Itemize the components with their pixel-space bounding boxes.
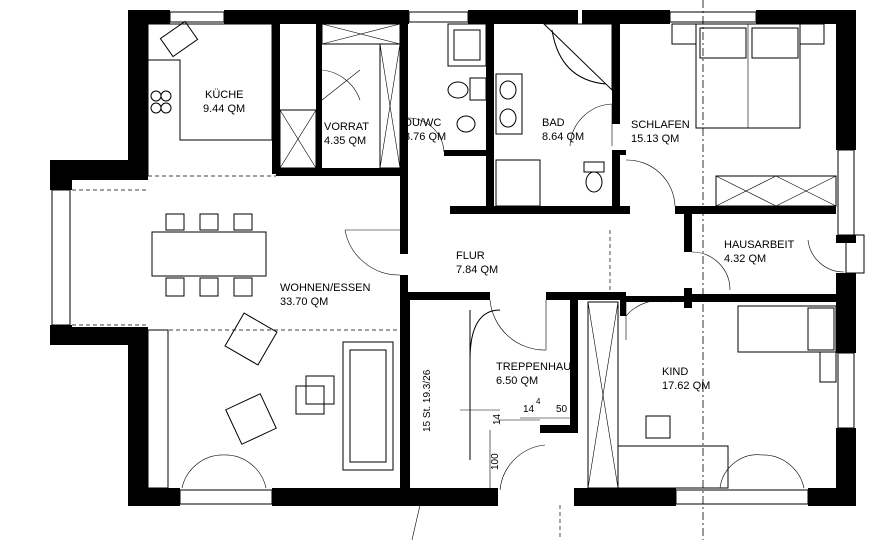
room-name-vorrat: VORRAT	[324, 121, 369, 133]
room-name-flur: FLUR	[456, 250, 485, 262]
interior-walls	[272, 24, 836, 500]
stairs-dimension: 15 St. 19.3/26	[422, 369, 433, 432]
room-name-treppenhaus: TREPPENHAUS	[496, 361, 579, 373]
room-name-kueche: KÜCHE	[205, 89, 244, 101]
furniture	[147, 20, 837, 489]
exterior-walls	[50, 10, 865, 506]
room-area-flur: 7.84 QM	[456, 264, 498, 276]
dimension-14: 14	[523, 404, 535, 415]
reference-lines	[72, 0, 704, 540]
room-labels: KÜCHE 9.44 QM VORRAT 4.35 QM DU/WC 3.76 …	[203, 89, 795, 392]
room-name-bad: BAD	[542, 117, 565, 129]
room-name-schlafen: SCHLAFEN	[631, 119, 690, 131]
dimension-50: 50	[556, 404, 568, 415]
room-name-kind: KIND	[662, 366, 688, 378]
room-area-schlafen: 15.13 QM	[631, 133, 679, 145]
room-area-treppenhaus: 6.50 QM	[496, 375, 538, 387]
room-area-bad: 8.64 QM	[542, 131, 584, 143]
room-name-duwc: DU/WC	[404, 117, 441, 129]
room-area-kind: 17.62 QM	[662, 380, 710, 392]
dimension-4: 4	[536, 397, 541, 406]
room-area-hausarbeit: 4.32 QM	[724, 253, 766, 265]
room-name-wohnen: WOHNEN/ESSEN	[280, 282, 371, 294]
dimension-14-vertical: 14	[492, 413, 503, 425]
room-area-wohnen: 33.70 QM	[280, 296, 328, 308]
room-area-kueche: 9.44 QM	[203, 103, 245, 115]
doors	[181, 69, 845, 491]
room-area-vorrat: 4.35 QM	[324, 135, 366, 147]
room-area-duwc: 3.76 QM	[404, 131, 446, 143]
dimension-labels: 15 St. 19.3/26 14 14 4 50 100	[422, 369, 578, 490]
room-name-hausarbeit: HAUSARBEIT	[724, 239, 795, 251]
dimension-100: 100	[490, 453, 501, 470]
